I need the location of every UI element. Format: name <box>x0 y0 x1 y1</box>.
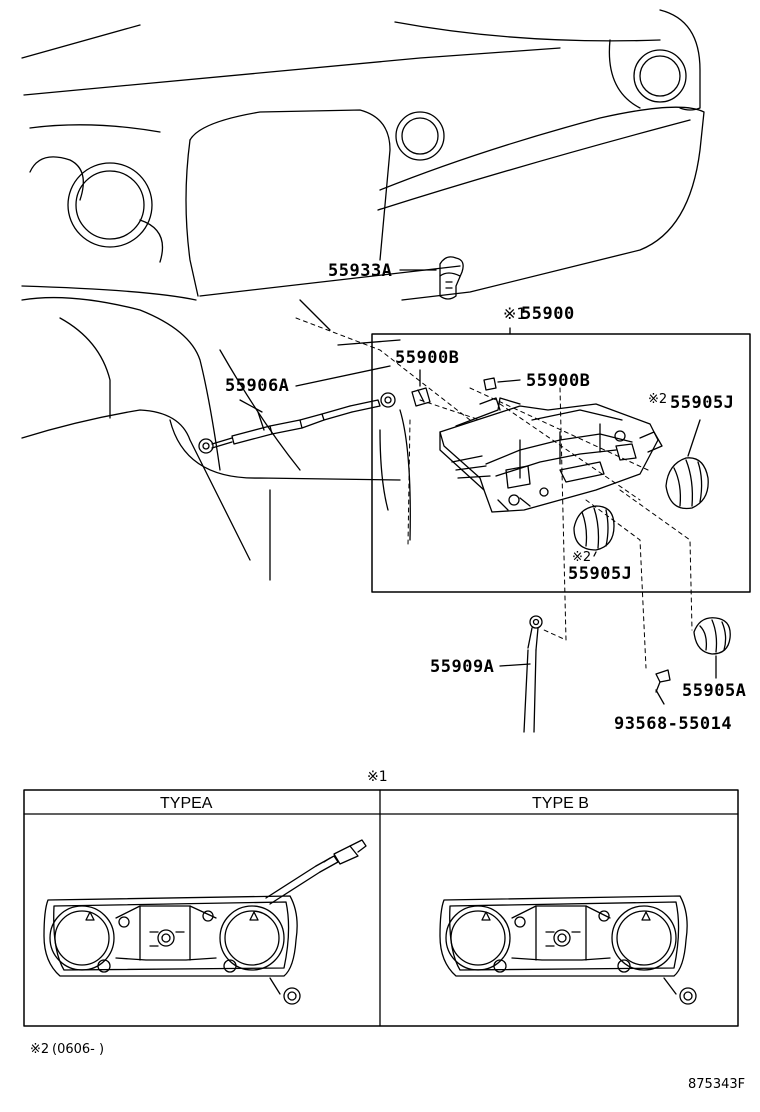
type-b-header: TYPE B <box>532 795 589 812</box>
note-mark-2: ※2 <box>648 392 668 407</box>
type-a-header: TYPEA <box>160 795 213 812</box>
cable-icon <box>198 392 396 454</box>
label-55905J-middle: 55905J <box>568 564 633 584</box>
control-panel-icon <box>439 895 697 1005</box>
cable-icon <box>499 615 543 733</box>
label-55905A: 55905A <box>682 681 747 701</box>
bolt-icon <box>483 377 521 391</box>
knob-icon <box>665 419 709 510</box>
footnote-mark: ※2 <box>30 1042 50 1057</box>
label-55909A: 55909A <box>430 657 495 677</box>
variants-mark: ※1 <box>367 769 388 785</box>
leader-55906A <box>295 365 391 387</box>
dashboard-outline <box>21 9 705 581</box>
screw-icon <box>655 669 671 705</box>
label-55933A: 55933A <box>328 261 393 281</box>
bolt-icon <box>411 369 431 407</box>
label-55905J-right: 55905J <box>670 393 735 413</box>
footnote-text: (0606- ) <box>52 1042 105 1057</box>
assembly-box <box>371 333 751 593</box>
note-mark-1: ※1 <box>503 304 527 323</box>
label-55906A: 55906A <box>225 376 290 396</box>
knob-icon <box>573 505 615 557</box>
clip-icon <box>399 256 464 300</box>
label-93568-55014: 93568-55014 <box>614 714 733 734</box>
dashed-guides <box>295 317 693 669</box>
figure-id: 875343F <box>688 1077 746 1092</box>
label-55900B-right: 55900B <box>526 371 591 391</box>
label-55900: 55900 <box>521 304 575 324</box>
note-mark-2: ※2 <box>572 550 592 565</box>
control-panel-icon <box>43 839 367 1005</box>
knob-icon <box>693 617 731 679</box>
label-55900B-left: 55900B <box>395 348 460 368</box>
control-unit <box>439 397 663 513</box>
variant-table <box>23 789 739 1027</box>
